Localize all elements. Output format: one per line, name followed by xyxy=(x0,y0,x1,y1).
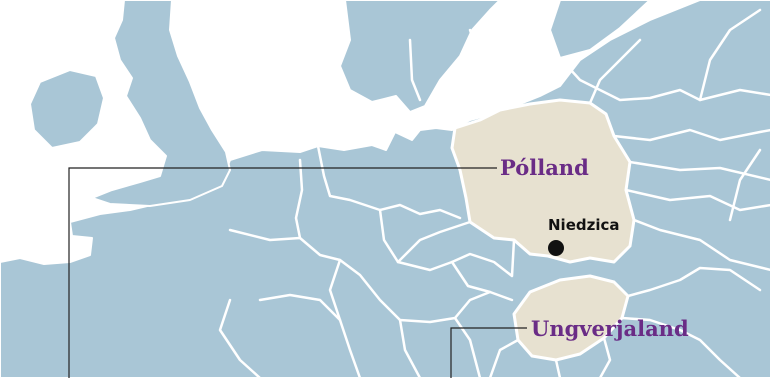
ireland-landmass xyxy=(29,69,105,149)
hungary-leader-line xyxy=(450,327,527,378)
country-borders xyxy=(218,8,771,378)
poland-label: Pólland xyxy=(500,155,589,180)
finland-landmass xyxy=(549,0,651,59)
hungary-label: Ungverjaland xyxy=(531,316,689,341)
niedzica-label: Niedzica xyxy=(548,216,620,234)
poland-leader-line xyxy=(68,167,497,378)
scandinavia-landmass xyxy=(339,0,501,113)
niedzica-marker xyxy=(548,240,564,256)
poland-shape xyxy=(450,98,636,264)
great-britain-landmass xyxy=(91,0,231,207)
